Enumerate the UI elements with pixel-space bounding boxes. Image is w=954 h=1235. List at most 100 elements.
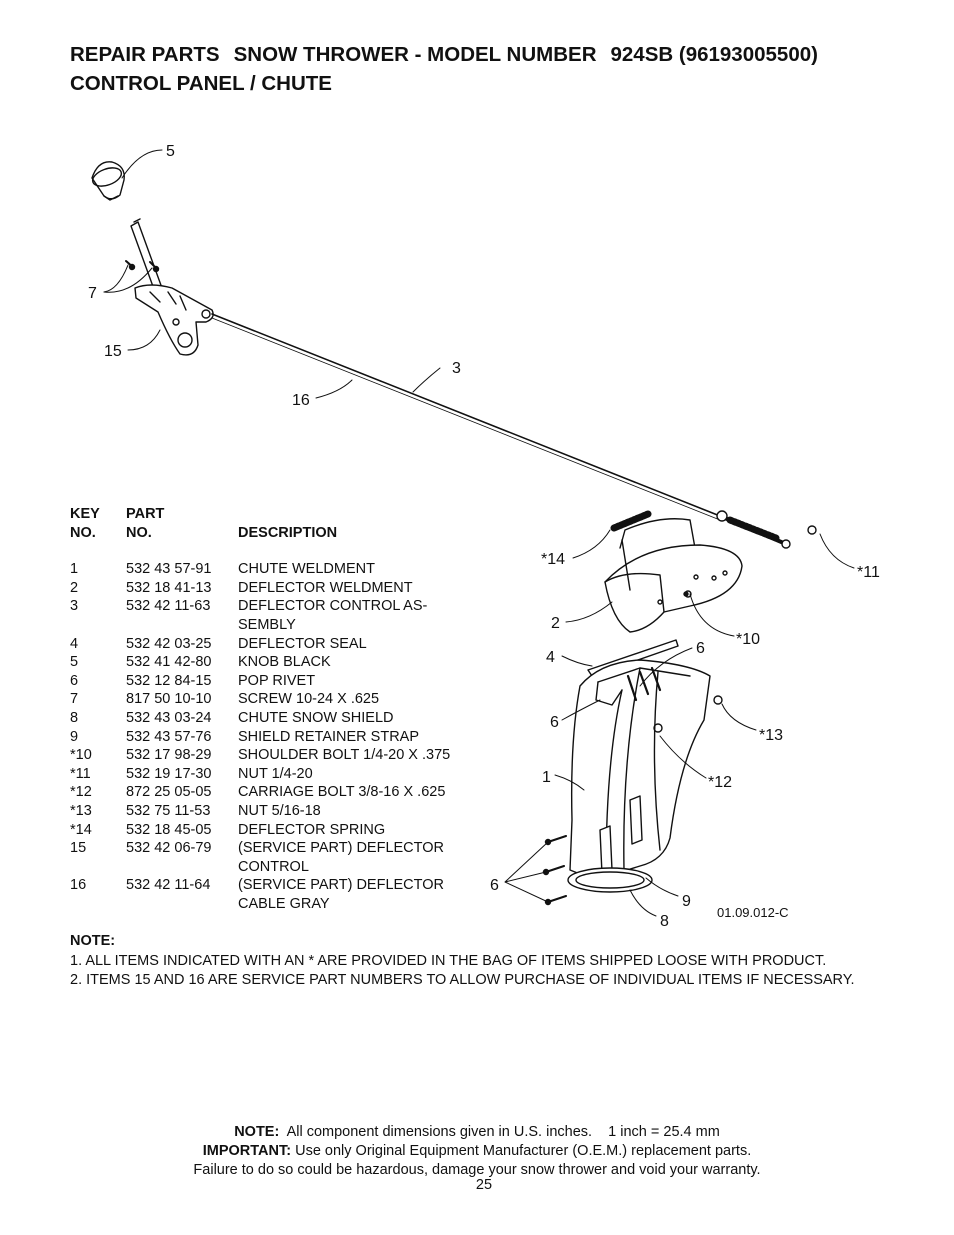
note-item-2: 2. ITEMS 15 AND 16 ARE SERVICE PART NUMB…	[70, 972, 855, 988]
part-no: 532 43 57-91	[126, 561, 212, 578]
table-row: 3 532 42 11-63 DEFLECTOR CONTROL AS-	[70, 597, 478, 616]
key-no: 6	[70, 672, 79, 689]
drawing-number: 01.09.012-C	[717, 905, 789, 920]
key-no	[70, 895, 126, 914]
footer-important: IMPORTANT: Use only Original Equipment M…	[202, 1143, 752, 1159]
part-no: 532 75 11-53	[126, 802, 211, 819]
callout-6-top: 6	[696, 640, 705, 657]
title-section: CONTROL PANEL / CHUTE	[70, 72, 332, 95]
description: (SERVICE PART) DEFLECTOR	[238, 840, 444, 857]
title-repair-parts: REPAIR PARTS	[70, 43, 220, 66]
footer-note: NOTE: All component dimensions given in …	[234, 1124, 720, 1140]
description: NUT 5/16-18	[238, 802, 321, 819]
description: CARRIAGE BOLT 3/8-16 X .625	[238, 784, 446, 801]
key-no: *12	[70, 784, 92, 801]
footer-warning: Failure to do so could be hazardous, dam…	[193, 1162, 761, 1178]
part-no: 532 18 45-05	[126, 821, 212, 838]
part-no: 532 19 17-30	[126, 765, 212, 782]
callout-4: 4	[546, 649, 555, 666]
key-no: 5	[70, 654, 79, 671]
key-no: 9	[70, 728, 79, 745]
description: SEMBLY	[238, 616, 296, 633]
description: DEFLECTOR CONTROL AS-	[238, 598, 428, 615]
callout-6-mid: 6	[550, 714, 559, 731]
callout-14: *14	[541, 551, 565, 568]
part-no: 532 17 98-29	[126, 747, 212, 764]
part-no	[126, 616, 238, 635]
part-no	[126, 895, 238, 914]
callouts: 5 7 15 16 3 *14 *11 2 *10 4 6 6 *13 1 *1…	[88, 143, 880, 930]
callout-12: *12	[708, 774, 732, 791]
key-no: 7	[70, 691, 79, 708]
title-model: 924SB (96193005500)	[610, 43, 818, 66]
table-row: 8 532 43 03-24 CHUTE SNOW SHIELD	[70, 709, 478, 728]
key-no: *13	[70, 802, 92, 819]
callout-1: 1	[542, 769, 551, 786]
table-row: *13 532 75 11-53 NUT 5/16-18	[70, 802, 478, 821]
description: (SERVICE PART) DEFLECTOR	[238, 877, 444, 894]
key-no	[70, 616, 126, 635]
part-no	[126, 858, 238, 877]
deflector-illustration	[604, 518, 743, 633]
key-no: 4	[70, 635, 79, 652]
callout-7: 7	[88, 285, 97, 302]
deflector-cable-illustration	[211, 313, 791, 549]
key-no: 16	[70, 877, 87, 894]
description: SHOULDER BOLT 1/4-20 X .375	[238, 747, 451, 764]
key-no: *11	[70, 765, 91, 782]
description: DEFLECTOR SEAL	[238, 635, 367, 652]
page-number: 25	[475, 1177, 493, 1193]
description: SHIELD RETAINER STRAP	[238, 728, 420, 745]
header-description: DESCRIPTION	[238, 524, 338, 541]
chute-illustration	[567, 659, 711, 893]
part-no: 532 12 84-15	[126, 672, 212, 689]
table-row: CABLE GRAY	[70, 895, 478, 914]
page-title: REPAIR PARTS SNOW THROWER - MODEL NUMBER 9…	[70, 40, 818, 98]
table-row: 4 532 42 03-25 DEFLECTOR SEAL	[70, 635, 478, 654]
notes-section: NOTE: 1. ALL ITEMS INDICATED WITH AN * A…	[70, 932, 855, 991]
callout-15: 15	[104, 343, 122, 360]
leader-lines	[103, 149, 855, 917]
callout-3: 3	[452, 360, 461, 377]
spring-illustration	[610, 510, 652, 532]
part-no: 532 42 11-64	[126, 877, 211, 894]
title-product: SNOW THROWER - MODEL NUMBER	[233, 43, 597, 66]
key-no: 8	[70, 709, 79, 726]
part-no: 532 42 03-25	[126, 635, 212, 652]
key-no: 2	[70, 579, 79, 596]
deflector-control-illustration	[125, 218, 214, 356]
description: NUT 1/4-20	[238, 765, 313, 782]
callout-16: 16	[292, 392, 310, 409]
callout-10: *10	[736, 631, 760, 648]
part-no: 532 42 11-63	[126, 598, 211, 615]
table-row: *11 532 19 17-30 NUT 1/4-20	[70, 765, 478, 784]
part-no: 817 50 10-10	[126, 691, 212, 708]
description: POP RIVET	[238, 672, 316, 689]
description: DEFLECTOR SPRING	[238, 821, 386, 838]
description: CHUTE WELDMENT	[238, 561, 375, 578]
callout-2: 2	[551, 615, 560, 632]
callout-6-bottom: 6	[490, 877, 499, 894]
notes-heading: NOTE:	[70, 933, 116, 949]
part-no: 532 41 42-80	[126, 654, 212, 671]
table-row: 6 532 12 84-15 POP RIVET	[70, 672, 478, 691]
rivets-illustration	[542, 591, 723, 906]
part-no: 532 43 03-24	[126, 709, 212, 726]
description: CHUTE SNOW SHIELD	[238, 709, 394, 726]
key-no: 3	[70, 598, 79, 615]
table-row: CONTROL	[70, 858, 478, 877]
nut-11-illustration	[807, 525, 817, 535]
table-row: SEMBLY	[70, 616, 478, 635]
